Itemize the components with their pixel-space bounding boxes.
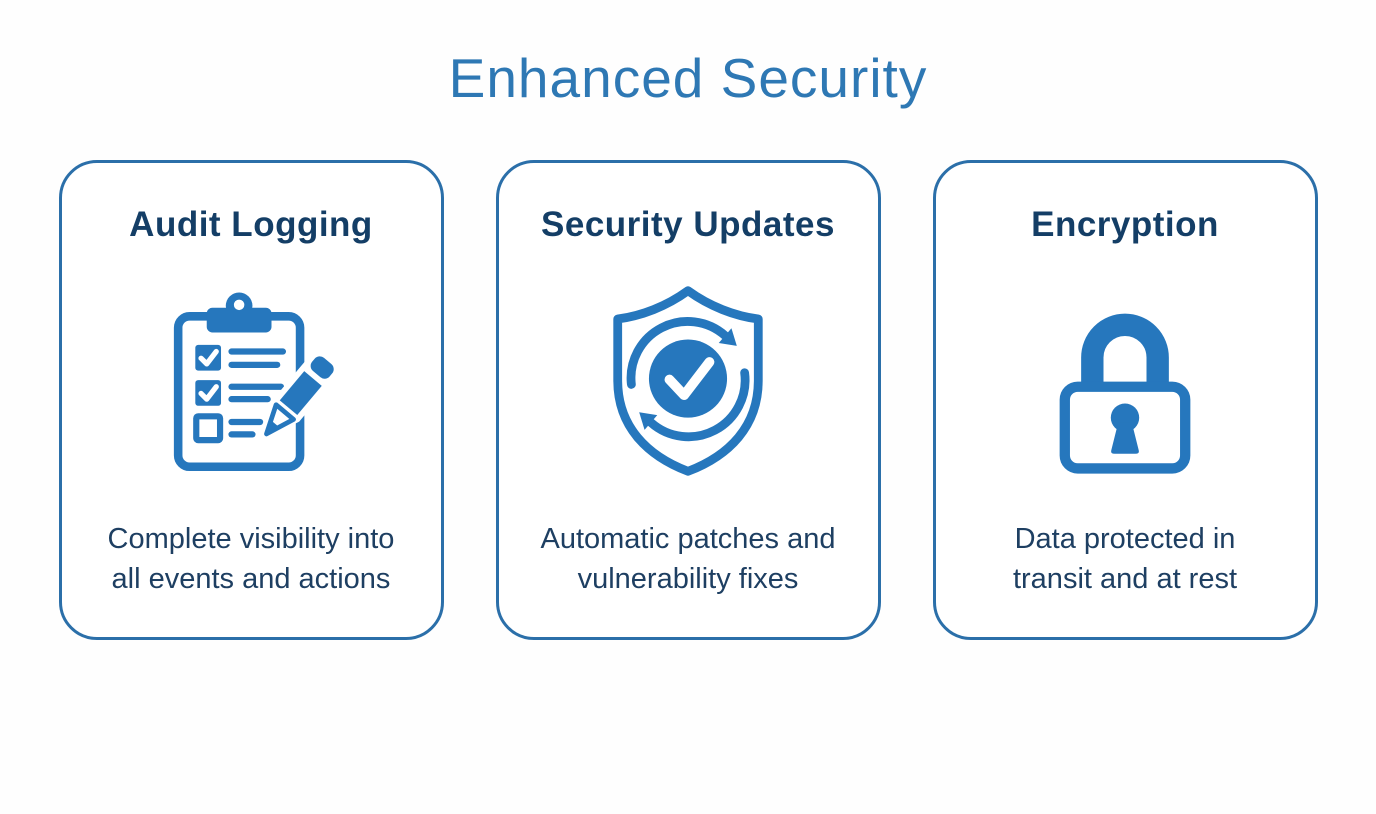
page-title: Enhanced Security xyxy=(448,47,928,109)
card-description-security-updates: Automatic patches and vulnerability fixe… xyxy=(540,519,835,599)
card-security-updates: Security Updates Automatic patches and xyxy=(495,160,881,640)
card-audit-logging: Audit Logging xyxy=(58,160,444,640)
description-line: transit and at rest xyxy=(1012,562,1238,595)
description-line: Complete visibility into xyxy=(107,522,395,555)
description-line: Automatic patches and xyxy=(540,522,836,555)
card-description-audit-logging: Complete visibility into all events and … xyxy=(108,519,395,599)
shield-refresh-check-icon xyxy=(588,245,788,519)
card-description-encryption: Data protected in transit and at rest xyxy=(1013,519,1237,599)
padlock-icon xyxy=(1039,245,1211,519)
card-encryption: Encryption Data protected in transit and… xyxy=(932,160,1318,640)
slide: Enhanced Security Audit Logging xyxy=(0,46,1376,814)
description-line: Data protected in xyxy=(1014,522,1236,555)
card-title-security-updates: Security Updates xyxy=(541,205,835,244)
clipboard-checklist-icon xyxy=(159,245,344,519)
card-title-audit-logging: Audit Logging xyxy=(129,205,373,244)
card-title-encryption: Encryption xyxy=(1031,205,1219,244)
description-line: all events and actions xyxy=(111,562,391,595)
cards-row: Audit Logging xyxy=(0,160,1376,640)
description-line: vulnerability fixes xyxy=(577,562,799,595)
